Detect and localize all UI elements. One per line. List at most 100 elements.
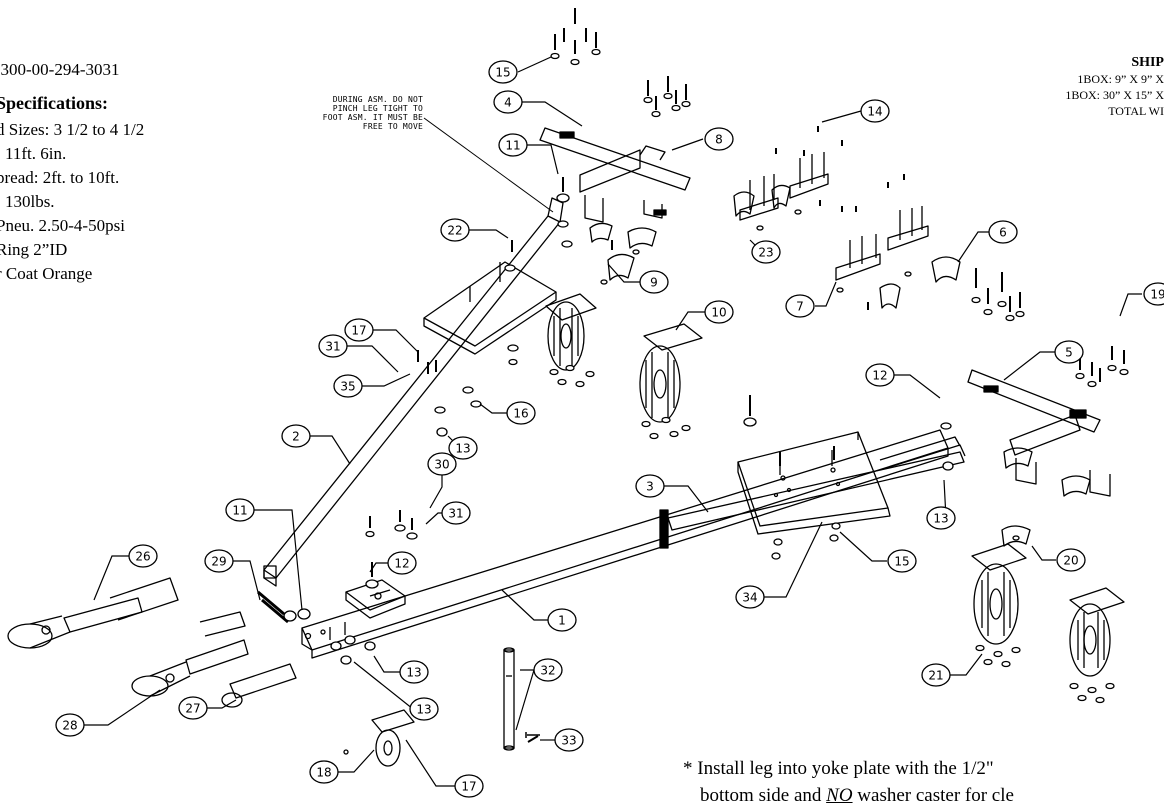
callout-label: 13 [455, 442, 470, 456]
callout-label: 2 [292, 430, 300, 444]
callout-label: 3 [646, 480, 654, 494]
callout-32: 32 [533, 658, 563, 682]
callout-label: 7 [796, 300, 804, 314]
assembly-warning-note: DURING ASM. DO NOT PINCH LEG TIGHT TO FO… [283, 95, 423, 131]
part-5-frame [967, 369, 1111, 497]
shipping-line: TOTAL WI [1108, 104, 1164, 118]
callout-7: 7 [785, 294, 815, 318]
callout-9: 9 [639, 270, 669, 294]
caster-wheel-right-1 [971, 543, 1027, 645]
callout-label: 13 [933, 512, 948, 526]
callout-2: 2 [281, 424, 311, 448]
callout-34: 34 [735, 585, 765, 609]
callout-label: 22 [447, 224, 462, 238]
spec-line: : 130lbs. [0, 192, 55, 211]
callout-label: 17 [351, 324, 366, 338]
callout-label: 15 [894, 555, 909, 569]
warning-line: DURING ASM. DO NOT [332, 95, 423, 104]
callout-label: 9 [650, 276, 658, 290]
callout-label: 11 [232, 504, 247, 518]
callout-13: 13 [926, 506, 956, 530]
shipping-line: 1BOX: 9” X 9” X [1077, 72, 1164, 86]
callout-label: 29 [211, 555, 226, 569]
shipping-line: 1BOX: 30” X 15” X [1065, 88, 1164, 102]
callout-label: 31 [448, 507, 463, 521]
callout-27: 27 [178, 696, 208, 720]
install-note-line-1: * Install leg into yoke plate with the 1… [683, 758, 994, 779]
part-32-pole [503, 647, 515, 751]
spec-line: pread: 2ft. to 10ft. [0, 168, 120, 187]
callout-label: 23 [758, 246, 773, 260]
callout-30: 30 [427, 452, 457, 476]
callout-15: 15 [488, 60, 518, 84]
part-1-main-beam [301, 429, 949, 659]
part-9-tray [423, 261, 557, 355]
callout-label: 20 [1063, 554, 1078, 568]
callout-label: 6 [999, 226, 1007, 240]
callout-18: 18 [309, 760, 339, 784]
callout-13: 13 [409, 697, 439, 721]
part-3-right-beam [667, 436, 966, 531]
callout-label: 21 [928, 669, 943, 683]
part-18-caster [371, 709, 415, 767]
caster-wheel-center [545, 293, 597, 371]
callout-29: 29 [204, 549, 234, 573]
callout-20: 20 [1056, 548, 1086, 572]
callout-22: 22 [440, 218, 470, 242]
callout-15: 15 [887, 549, 917, 573]
callout-5: 5 [1054, 340, 1084, 364]
callout-label: 15 [495, 66, 510, 80]
callout-label: 11 [505, 139, 520, 153]
warning-line: FREE TO MOVE [362, 122, 423, 131]
callout-11: 11 [225, 498, 255, 522]
callout-label: 30 [434, 458, 449, 472]
callout-33: 33 [554, 728, 584, 752]
callout-17: 17 [454, 774, 484, 798]
callout-4: 4 [493, 90, 523, 114]
washers [283, 48, 1129, 755]
callout-label: 1 [558, 614, 566, 628]
callout-17: 17 [344, 318, 374, 342]
callout-label: 28 [62, 719, 77, 733]
part-6-shield [931, 256, 961, 283]
callout-label: 13 [406, 666, 421, 680]
callout-11: 11 [498, 133, 528, 157]
callout-label: 27 [185, 702, 200, 716]
callout-label: 33 [561, 734, 576, 748]
callout-label: 16 [513, 407, 528, 421]
callout-label: 26 [135, 550, 150, 564]
callout-label: 17 [461, 780, 476, 794]
callout-13: 13 [448, 436, 478, 460]
nsn-number: 7300-00-294-3031 [0, 60, 120, 79]
callout-label: 32 [540, 664, 555, 678]
part-10-caster [639, 323, 703, 423]
callout-label: 34 [742, 591, 757, 605]
callout-31: 31 [318, 334, 348, 358]
part-20-shield [1001, 525, 1031, 547]
callout-13: 13 [399, 660, 429, 684]
callout-label: 12 [872, 369, 887, 383]
callout-label: 12 [394, 557, 409, 571]
callout-12: 12 [387, 551, 417, 575]
callout-8: 8 [704, 127, 734, 151]
part-27-extension [221, 663, 297, 708]
install-note-line-2: bottom side and NO washer caster for cle [700, 785, 1014, 806]
install-note: * Install leg into yoke plate with the 1… [683, 755, 1014, 809]
spec-line: d Sizes: 3 1/2 to 4 1/2 [0, 120, 145, 139]
spec-line: r Coat Orange [0, 264, 93, 283]
callout-label: 35 [340, 380, 355, 394]
shipping-title: SHIP [1131, 55, 1164, 70]
part-2-leg [263, 197, 564, 587]
caster-wheel-right-2 [1069, 587, 1125, 677]
callout-14: 14 [860, 99, 890, 123]
callout-label: 13 [416, 703, 431, 717]
callout-label: 5 [1065, 346, 1073, 360]
callout-label: 31 [325, 340, 340, 354]
callout-21: 21 [921, 663, 951, 687]
callout-23: 23 [751, 240, 781, 264]
callout-31: 31 [441, 501, 471, 525]
callout-label: 18 [316, 766, 331, 780]
